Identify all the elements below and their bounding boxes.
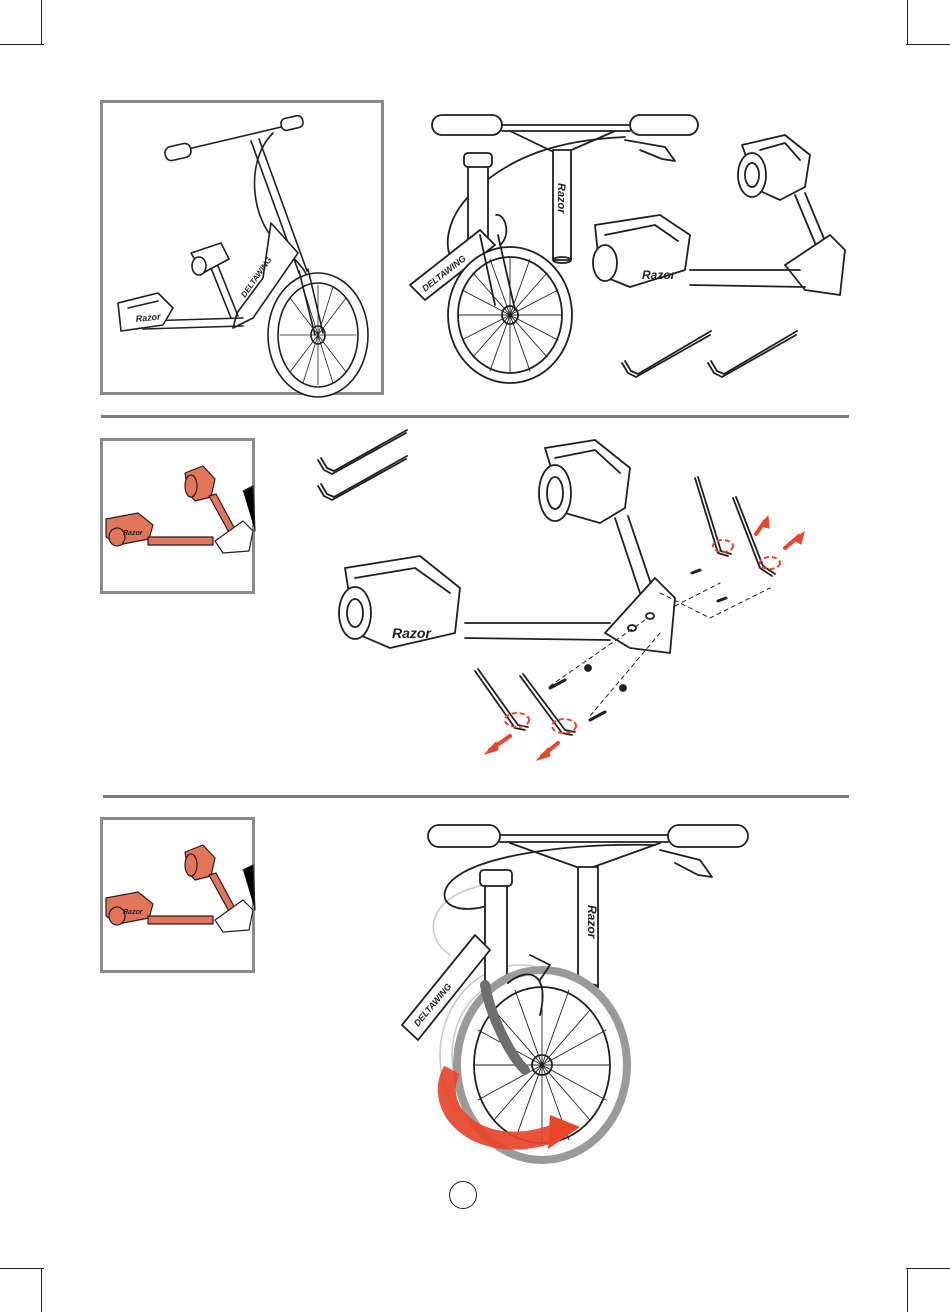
- crop-mark-bottom-left-v: [41, 1268, 42, 1312]
- rear-deck-highlight-illustration: Razor: [103, 441, 258, 597]
- crop-mark-bottom-right-v: [907, 1268, 908, 1312]
- step2-deck-razor-logo: Razor: [392, 625, 432, 641]
- step-1-inset: Razor DELTAWING: [100, 100, 384, 395]
- step-1-main-illustration: Razor Razor DELTAWING: [400, 95, 920, 395]
- step3-post-razor-logo: Razor: [585, 905, 599, 940]
- crop-mark-top-right-h: [906, 44, 950, 45]
- step-3-inset: Razor: [100, 817, 255, 973]
- step2-inset-razor-logo: Razor: [123, 530, 144, 537]
- crop-mark-bottom-right-h: [906, 1268, 950, 1269]
- step-3-main-illustration: Razor DELTAWING: [390, 815, 770, 1155]
- crop-mark-top-right-v: [907, 0, 908, 44]
- crop-mark-bottom-left-h: [0, 1268, 44, 1269]
- crop-mark-top-left-v: [41, 0, 42, 44]
- step-2-inset: Razor: [100, 438, 255, 594]
- assembled-scooter-illustration: Razor DELTAWING: [103, 103, 387, 398]
- crop-mark-top-left-h: [0, 44, 44, 45]
- step-2-main-illustration: Razor: [310, 428, 830, 768]
- step1-deck-razor-logo: Razor: [642, 268, 677, 282]
- rear-deck-highlight-illustration-2: Razor: [103, 820, 258, 976]
- page-number-circle: [449, 1181, 477, 1209]
- divider-step-2-3: [103, 795, 849, 798]
- step1-post-razor-logo: Razor: [555, 183, 567, 214]
- step3-inset-razor-logo: Razor: [123, 909, 144, 916]
- divider-step-1-2: [101, 415, 849, 418]
